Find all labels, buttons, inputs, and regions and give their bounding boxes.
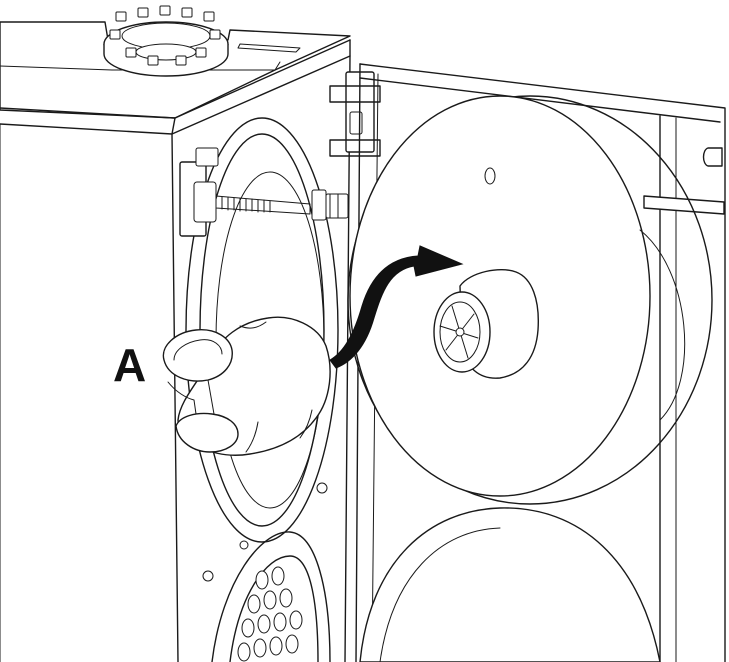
insulation-sleeve-icon xyxy=(162,316,331,456)
door-lower-disc xyxy=(359,507,661,662)
burner-tube-icon xyxy=(433,269,539,379)
front-opening-lower xyxy=(211,531,331,662)
fire-tubes xyxy=(237,566,303,662)
front-opening-upper xyxy=(185,117,339,582)
open-door xyxy=(355,63,726,662)
top-flange xyxy=(103,5,229,77)
door-hinge-icon xyxy=(329,71,381,157)
curved-arrow-icon xyxy=(329,245,464,369)
flange-bolts-icon xyxy=(109,5,221,66)
callout-label-a: A xyxy=(113,339,147,391)
hinge-bolt-icon xyxy=(179,147,349,237)
